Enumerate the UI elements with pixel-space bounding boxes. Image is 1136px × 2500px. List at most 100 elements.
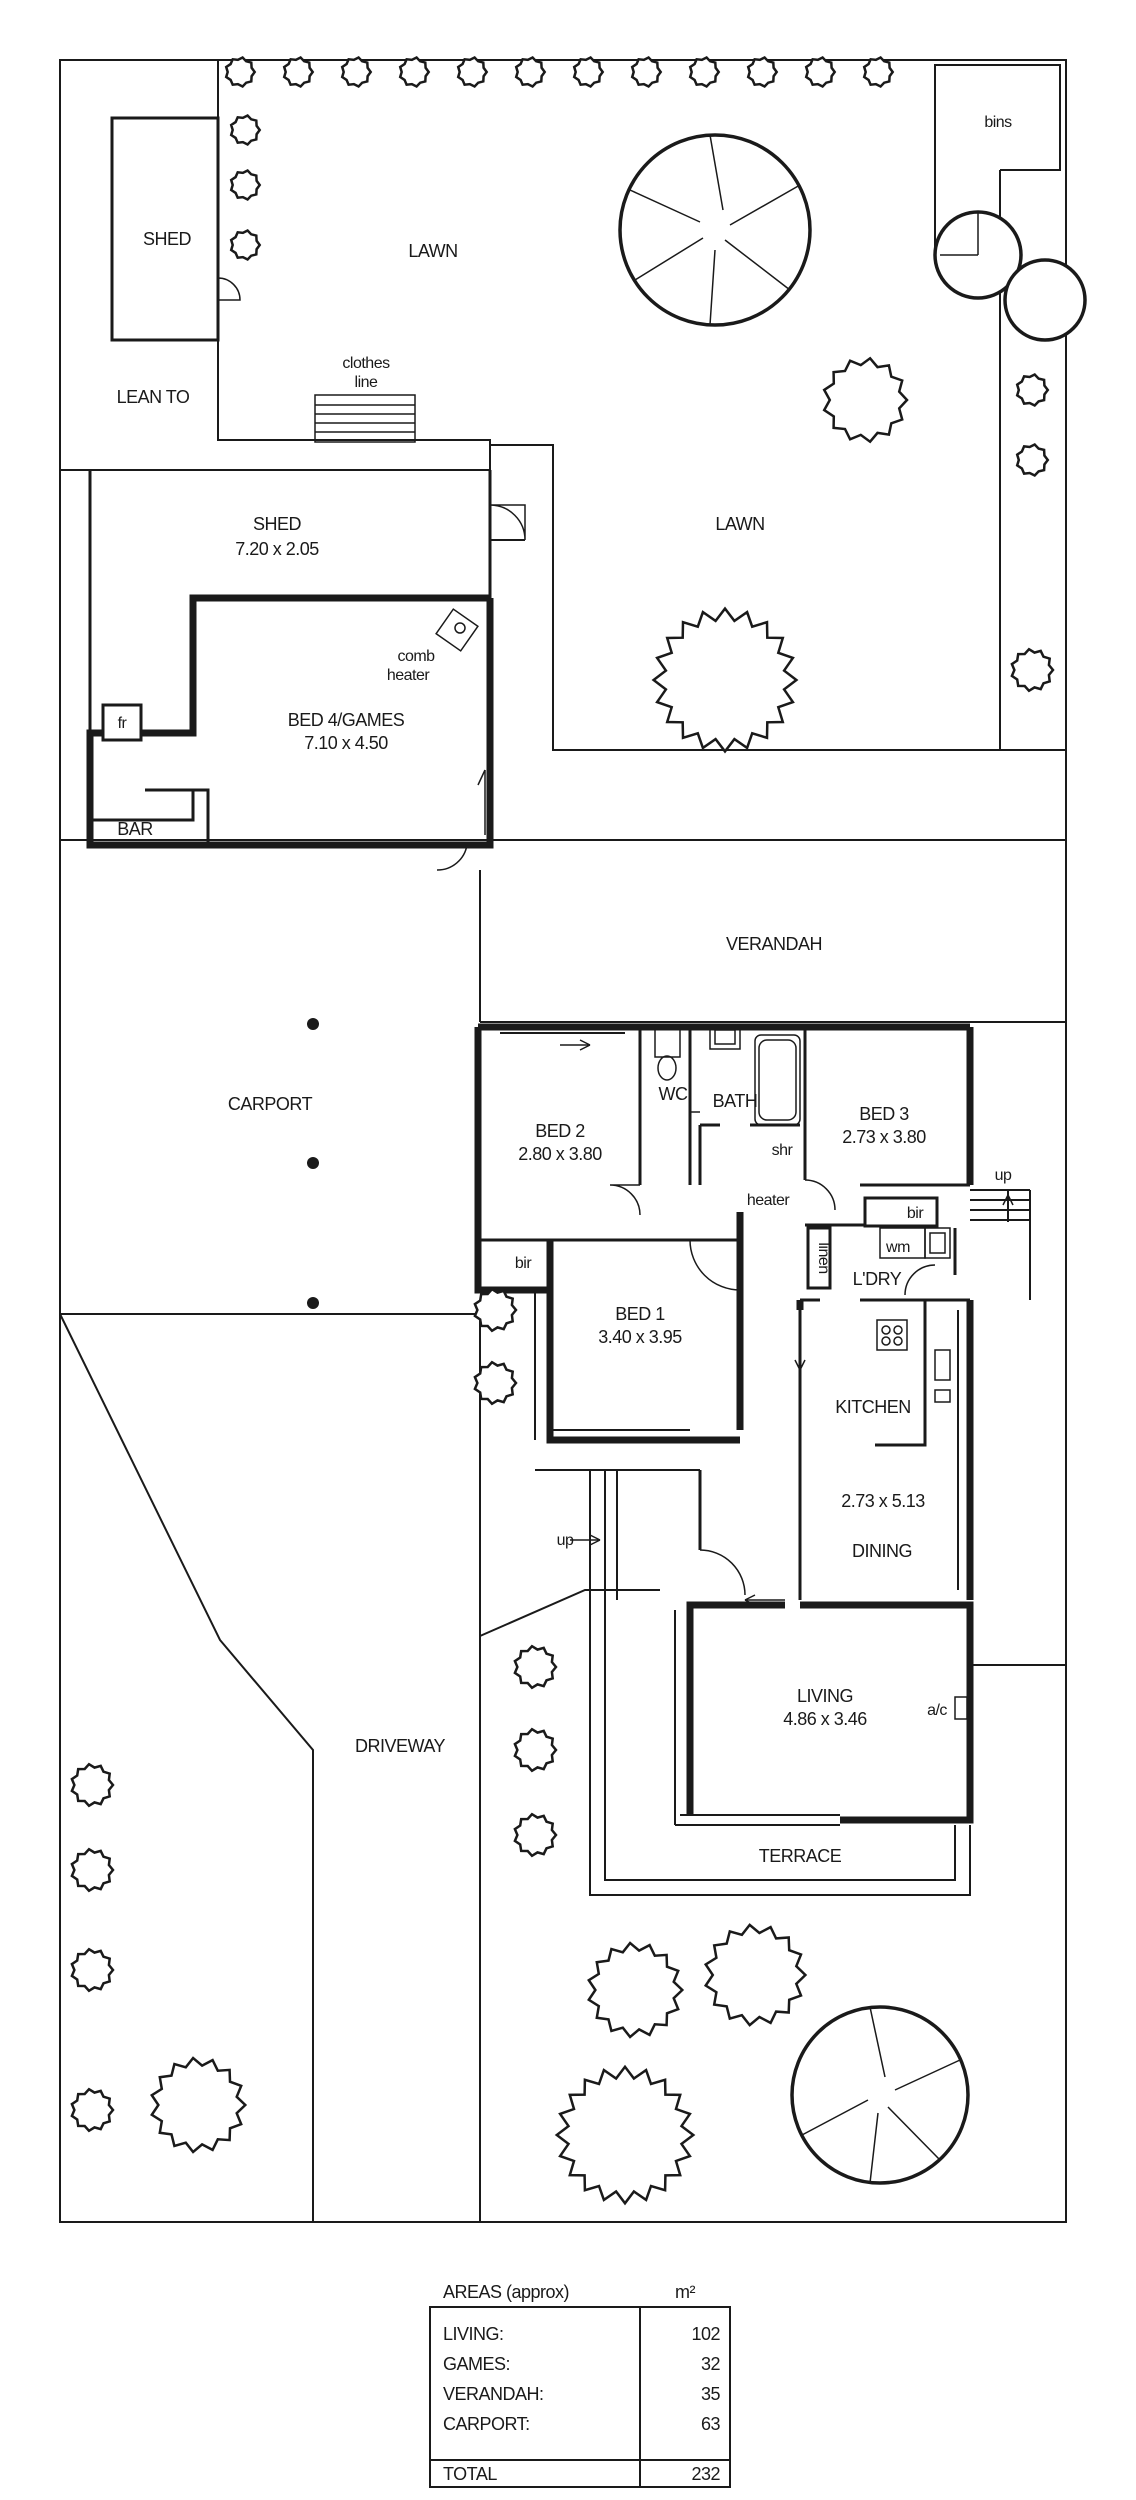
bir2-label: bir (907, 1205, 924, 1222)
shrub-icon (340, 55, 373, 89)
bed4-dim: 7.10 x 4.50 (304, 733, 388, 753)
bed2-dim: 2.80 x 3.80 (518, 1144, 602, 1164)
shrub-icon (862, 55, 895, 89)
areas-title: AREAS (approx) (443, 2282, 569, 2302)
shrub-icon (554, 2064, 696, 2206)
living-label: LIVING (797, 1686, 853, 1706)
shrub-icon (1015, 372, 1050, 408)
shrub-icon (70, 1947, 115, 1993)
shrub-icon (1015, 442, 1050, 478)
shed-top: SHED (110, 116, 241, 342)
bir1-label: bir (515, 1255, 532, 1272)
area-row-name: GAMES: (443, 2354, 510, 2374)
kitchen-label: KITCHEN (835, 1397, 911, 1417)
house: BED 2 2.80 x 3.80 bir WC BATH shr heater… (474, 1023, 1066, 1896)
shed-games-building: SHED 7.20 x 2.05 BED 4/GAMES 7.10 x 4.50… (86, 470, 526, 849)
area-row-name: LIVING: (443, 2324, 504, 2344)
area-row-value: 35 (701, 2384, 721, 2404)
area-row-name: VERANDAH: (443, 2384, 544, 2404)
shed-label: SHED (143, 229, 192, 249)
bed3-label: BED 3 (859, 1104, 909, 1124)
lawn-top-label: LAWN (408, 241, 457, 261)
shed2-label: SHED (253, 514, 302, 534)
shrub-icon (703, 1923, 808, 2027)
clothes-line: clothes line (314, 355, 416, 443)
driveway-label: DRIVEWAY (355, 1736, 446, 1756)
up2-label: up (557, 1532, 574, 1549)
shrub-icon (150, 2056, 248, 2154)
linen-label: linen (815, 1242, 832, 1273)
shrub-icon (572, 55, 605, 89)
heater2-label: heater (747, 1192, 791, 1209)
shrub-icon (651, 606, 799, 754)
shrub-icon (587, 1941, 685, 2039)
ac-label: a/c (927, 1702, 947, 1719)
clothes-label: clothes (342, 355, 390, 372)
area-total-value: 232 (691, 2464, 720, 2484)
shrub-icon (1010, 647, 1055, 693)
shrub-icon (398, 55, 431, 89)
shrub-icon (229, 113, 262, 147)
terrace-label: TERRACE (759, 1846, 842, 1866)
lawn-mid-label: LAWN (715, 514, 764, 534)
area-total-name: TOTAL (443, 2464, 497, 2484)
shrub-icon (229, 168, 262, 202)
shrub-icon (804, 55, 837, 89)
shed2-dim: 7.20 x 2.05 (235, 539, 319, 559)
shrub-icon (822, 356, 909, 444)
shrub-icon (688, 55, 721, 89)
large-trees (618, 133, 1087, 2185)
dining-label: DINING (852, 1541, 912, 1561)
property-boundary (59, 59, 1067, 2223)
areas-unit: m² (675, 2282, 695, 2302)
shrub-icon (282, 55, 315, 89)
driveway-lines (59, 1313, 660, 2222)
comb-label: comb (397, 648, 435, 665)
shrub-icon (513, 1644, 558, 1690)
bed4-label: BED 4/GAMES (288, 710, 405, 730)
shrub-icon (70, 1847, 115, 1893)
line-label: line (355, 374, 379, 391)
garden-shrubs (70, 55, 1055, 2206)
bins-label: bins (984, 114, 1012, 131)
area-row-value: 32 (701, 2354, 721, 2374)
bins-enclosure: bins (934, 64, 1061, 171)
lean-to-label: LEAN TO (117, 387, 190, 407)
shrub-icon (746, 55, 779, 89)
shrub-icon (224, 55, 257, 89)
wm-label: wm (885, 1239, 910, 1256)
shrub-icon (630, 55, 663, 89)
living-dim: 4.86 x 3.46 (783, 1709, 867, 1729)
carport-label: CARPORT (228, 1094, 313, 1114)
area-row-value: 63 (701, 2414, 721, 2434)
shrub-icon (513, 1812, 558, 1858)
bed2-label: BED 2 (535, 1121, 585, 1141)
up1-label: up (995, 1167, 1012, 1184)
shrub-icon (473, 1287, 518, 1333)
shr-label: shr (772, 1142, 794, 1159)
shrub-icon (229, 228, 262, 262)
shrub-icon (70, 2087, 115, 2133)
bath-label: BATH (713, 1091, 758, 1111)
heater1-label: heater (387, 667, 431, 684)
bed1-label: BED 1 (615, 1304, 665, 1324)
kitchen-dim: 2.73 x 5.13 (841, 1491, 925, 1511)
garden-fence (60, 60, 1066, 841)
area-row-value: 102 (691, 2324, 720, 2344)
verandah-label: VERANDAH (726, 934, 822, 954)
shrub-icon (513, 1727, 558, 1773)
bed1-dim: 3.40 x 3.95 (598, 1327, 682, 1347)
shed-door (436, 844, 468, 871)
bar-label: BAR (117, 819, 153, 839)
shrub-icon (514, 55, 547, 89)
shrub-icon (473, 1360, 518, 1406)
shrub-icon (456, 55, 489, 89)
fr-label: fr (118, 715, 128, 732)
ldry-label: L'DRY (853, 1269, 902, 1289)
shrub-icon (70, 1762, 115, 1808)
area-row-name: CARPORT: (443, 2414, 530, 2434)
areas-table: AREAS (approx) m² LIVING: 102 GAMES: 32 … (429, 2282, 731, 2488)
bed3-dim: 2.73 x 3.80 (842, 1127, 926, 1147)
wc-label: WC (659, 1084, 688, 1104)
